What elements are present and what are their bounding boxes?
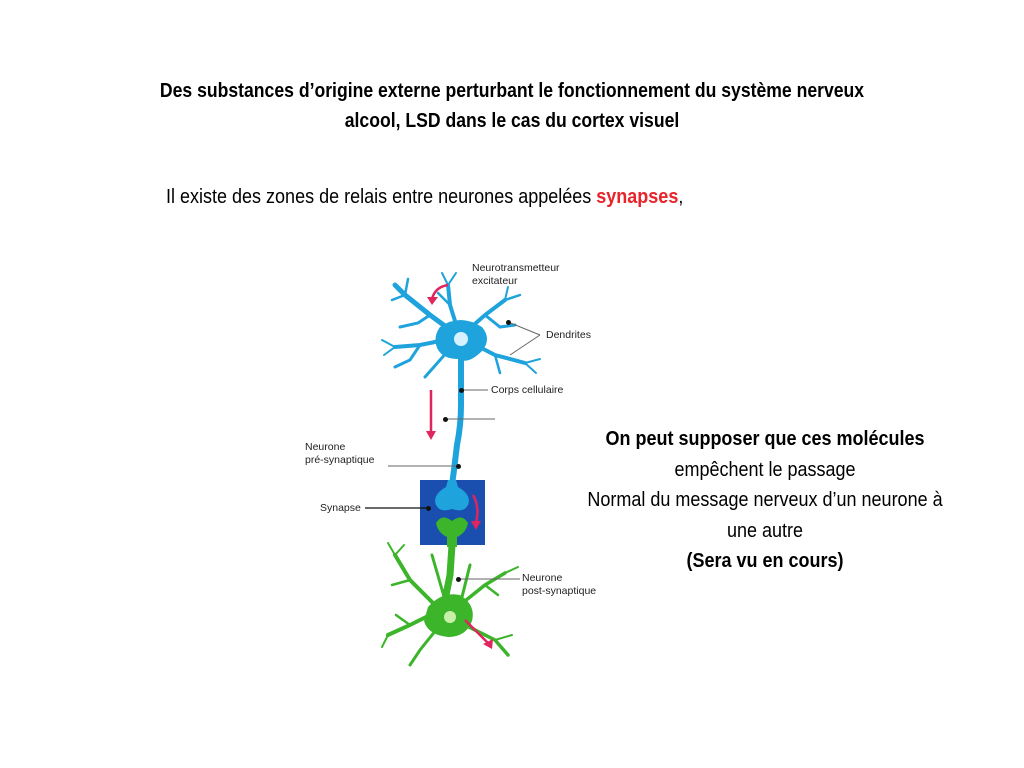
label-neurotransmetteur-line1: Neurotransmetteur xyxy=(472,262,560,274)
synapses-keyword: synapses xyxy=(596,186,679,208)
label-neurotransmetteur-line2: excitateur xyxy=(472,275,518,287)
intro-comma: , xyxy=(678,186,684,208)
label-corps-cellulaire: Corps cellulaire xyxy=(491,384,564,396)
dendrites-marker xyxy=(506,320,511,325)
label-post-line2: post-synaptique xyxy=(522,585,597,597)
label-dendrites: Dendrites xyxy=(546,329,591,341)
synapse-marker xyxy=(426,506,431,511)
intro-text: Il existe des zones de relais entre neur… xyxy=(166,184,683,210)
label-synapse: Synapse xyxy=(320,502,361,514)
corps-marker xyxy=(459,388,464,393)
label-neurone-post: Neurone post-synaptique xyxy=(522,572,596,598)
label-pre-line1: Neurone xyxy=(305,441,346,453)
neuron-diagram: Neurotransmetteur excitateur Dendrites C… xyxy=(300,255,602,670)
side-line-3: Normal du message nerveux d’un neurone à xyxy=(587,489,943,511)
side-bold-line: On peut supposer que ces molécules xyxy=(605,428,925,450)
arrow-top-curve xyxy=(430,283,449,300)
neuron-illustration xyxy=(365,272,541,667)
post-synaptic-marker xyxy=(456,577,461,582)
title-line-1: Des substances d’origine externe perturb… xyxy=(159,80,865,102)
title-line-2: alcool, LSD dans le cas du cortex visuel xyxy=(344,110,680,132)
slide-title: Des substances d’origine externe perturb… xyxy=(97,76,928,136)
side-line-2: empêchent le passage xyxy=(674,458,856,481)
pre-synaptic-marker xyxy=(456,464,461,469)
label-neurone-pre: Neurone pré-synaptique xyxy=(305,441,374,467)
intro-sentence: Il existe des zones de relais entre neur… xyxy=(166,186,597,208)
label-pre-line2: pré-synaptique xyxy=(305,454,375,466)
label-post-line1: Neurone xyxy=(522,572,563,584)
axon-marker xyxy=(443,417,448,422)
side-note: (Sera vu en cours) xyxy=(686,550,844,572)
label-neurotransmetteur: Neurotransmetteur excitateur xyxy=(472,262,560,288)
side-line-4: une autre xyxy=(726,519,804,542)
side-text: On peut supposer que ces molécules empêc… xyxy=(563,424,968,577)
